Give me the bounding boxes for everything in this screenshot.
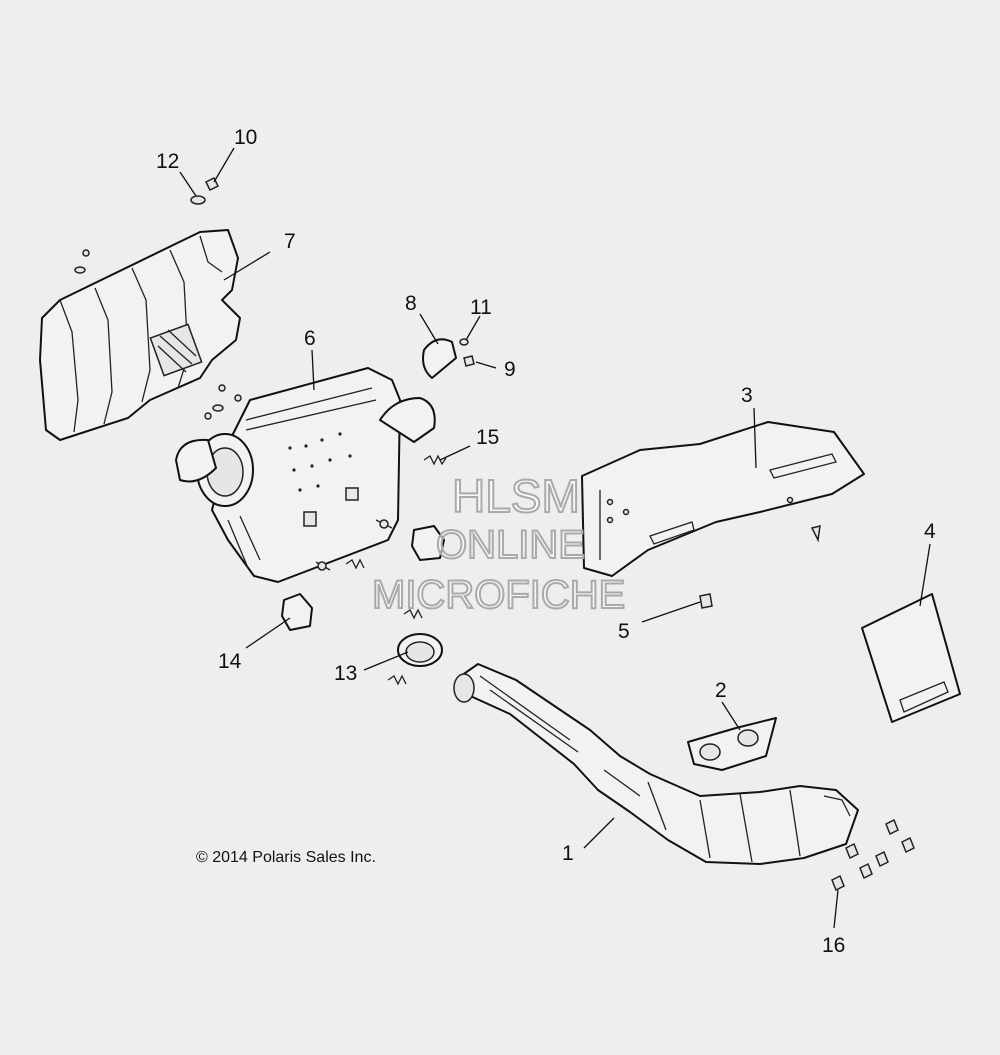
bolts-part-16[interactable]: [831, 818, 915, 892]
header-pipe-part-1[interactable]: [453, 663, 859, 865]
bolt-part-10[interactable]: [204, 176, 220, 192]
leader-lines: [179, 147, 931, 929]
callout-6: 6: [304, 327, 316, 350]
shield-plate-part-4[interactable]: [861, 593, 961, 723]
callout-15: 15: [476, 426, 499, 449]
callout-7: 7: [284, 230, 296, 253]
gasket-part-13[interactable]: [387, 633, 443, 686]
callout-3: 3: [741, 384, 753, 407]
callout-4: 4: [924, 520, 936, 543]
callout-labels: 1 2 3 4 5 6 7 8 9 10 11 12 13 14 15 16: [156, 126, 936, 957]
washer-part-12[interactable]: [190, 195, 206, 205]
bracket-part-3[interactable]: [581, 421, 865, 577]
washer-part-11[interactable]: [459, 338, 469, 346]
watermark-line-1: HLSM: [452, 470, 580, 522]
callout-8: 8: [405, 292, 417, 315]
callout-16: 16: [822, 934, 845, 957]
callout-9: 9: [504, 358, 516, 381]
isolator-part-14[interactable]: [281, 525, 445, 631]
watermark-line-3: MICROFICHE: [372, 573, 625, 617]
heat-shield-part-7[interactable]: [39, 229, 242, 441]
watermark: HLSM ONLINE MICROFICHE: [371, 469, 626, 618]
copyright-text: © 2014 Polaris Sales Inc.: [196, 849, 376, 866]
clip-part-8[interactable]: [422, 338, 457, 379]
exhaust-gasket-part-2[interactable]: [687, 717, 777, 771]
screw-part-9[interactable]: [463, 355, 475, 367]
callout-14: 14: [218, 650, 242, 673]
callout-10: 10: [234, 126, 257, 149]
callout-11: 11: [470, 296, 492, 319]
screw-part-5[interactable]: [699, 593, 713, 609]
watermark-line-2: ONLINE: [436, 523, 585, 567]
callout-2: 2: [715, 679, 727, 702]
muffler-part-6[interactable]: [175, 367, 436, 583]
callout-1: 1: [562, 842, 574, 865]
spring-part-15[interactable]: [345, 454, 447, 620]
callout-5: 5: [618, 620, 630, 643]
callout-13: 13: [334, 662, 357, 685]
callout-12: 12: [156, 150, 179, 173]
